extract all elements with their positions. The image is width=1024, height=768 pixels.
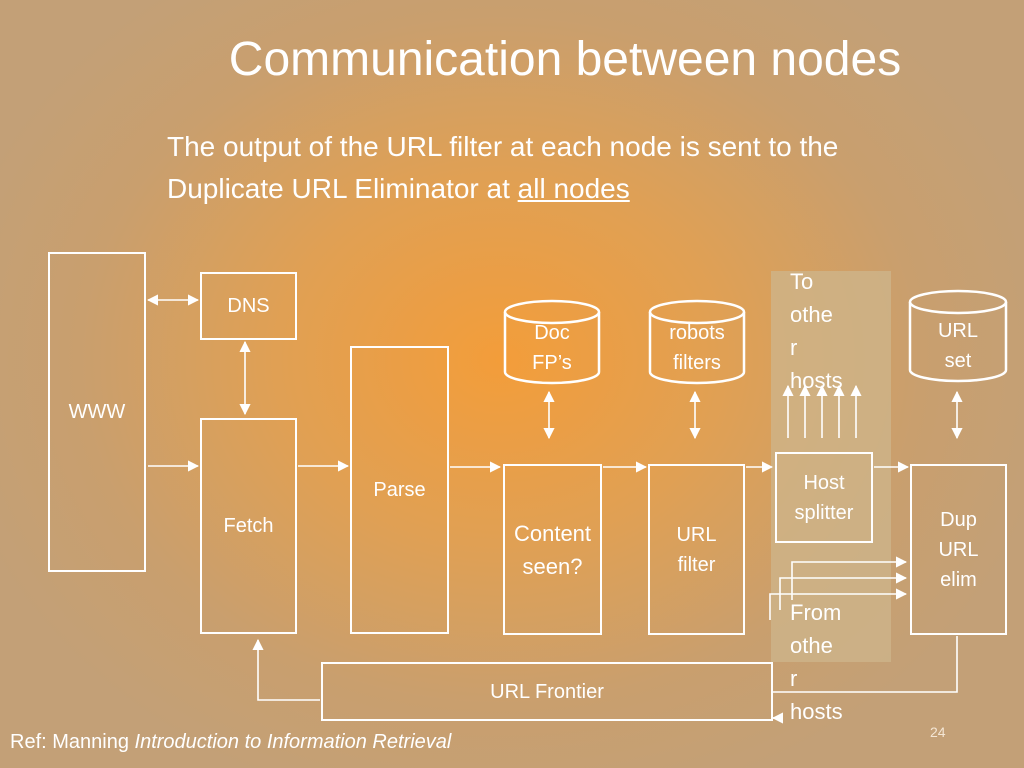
subtitle-line-2-prefix: Duplicate URL Eliminator at bbox=[167, 173, 518, 204]
content-seen-line-1: Content bbox=[513, 520, 592, 546]
host-splitter-line-1: Host bbox=[803, 471, 845, 494]
page-number: 24 bbox=[930, 724, 946, 740]
reference-citation: Ref: Manning Introduction to Information… bbox=[10, 728, 451, 756]
parse-box: Parse bbox=[350, 346, 449, 634]
to-other-hosts-line-3: r bbox=[790, 335, 798, 360]
ref-prefix: Ref: Manning bbox=[10, 731, 135, 753]
url-frontier-box: URL Frontier bbox=[321, 662, 773, 721]
dup-url-elim-line-2: URL bbox=[938, 538, 979, 561]
url-set-label: URL set bbox=[910, 316, 1006, 376]
url-filter-line-2: filter bbox=[677, 553, 716, 576]
to-other-hosts-line-4: hosts bbox=[790, 368, 843, 393]
www-label: WWW bbox=[68, 401, 126, 423]
from-host-arrow-3 bbox=[769, 588, 908, 620]
url-set-store bbox=[908, 289, 1008, 383]
dns-label: DNS bbox=[227, 295, 270, 317]
frontier-fetch-arrow bbox=[252, 638, 320, 701]
to-other-hosts-line-2: othe bbox=[790, 302, 833, 327]
doc-fps-line-2: FP’s bbox=[532, 352, 572, 374]
slide-title: Communication between nodes bbox=[228, 33, 902, 86]
robots-filters-line-1: robots bbox=[669, 322, 725, 344]
content-seen-box: Content seen? bbox=[503, 464, 602, 635]
ref-title: Introduction to Information Retrieval bbox=[134, 731, 452, 753]
doc-fps-line-1: Doc bbox=[534, 322, 570, 344]
dup-url-elim-line-1: Dup bbox=[940, 508, 977, 531]
dup-url-elim-box: Dup URL elim bbox=[910, 464, 1007, 635]
url-filter-box: URL filter bbox=[648, 464, 745, 635]
subtitle-line-2: Duplicate URL Eliminator at all nodes bbox=[167, 168, 987, 210]
url-set-line-1: URL bbox=[937, 320, 978, 342]
fetch-label: Fetch bbox=[223, 515, 274, 537]
from-host-arrow-1 bbox=[791, 556, 908, 600]
doc-fps-store bbox=[503, 299, 601, 385]
fetch-box: Fetch bbox=[200, 418, 297, 634]
from-other-hosts-line-1: From bbox=[790, 600, 842, 625]
from-other-hosts-line-3: r bbox=[790, 666, 798, 691]
www-box: WWW bbox=[48, 252, 146, 572]
content-seen-line-2: seen? bbox=[522, 553, 583, 579]
dns-box: DNS bbox=[200, 272, 297, 340]
robots-filters-line-2: filters bbox=[673, 352, 721, 374]
dup-url-elim-line-3: elim bbox=[940, 568, 977, 591]
robots-filters-label: robots filters bbox=[650, 318, 744, 378]
url-frontier-label: URL Frontier bbox=[490, 680, 604, 703]
host-splitter-line-2: splitter bbox=[794, 501, 854, 524]
from-other-hosts-line-4: hosts bbox=[790, 699, 843, 724]
from-other-hosts-line-2: othe bbox=[790, 633, 833, 658]
doc-fps-label: Doc FP’s bbox=[505, 318, 599, 378]
slide-subtitle: The output of the URL filter at each nod… bbox=[167, 126, 987, 210]
url-filter-line-1: URL bbox=[676, 523, 717, 546]
url-set-line-2: set bbox=[944, 350, 972, 372]
to-other-hosts-label: To othe r hosts bbox=[790, 265, 860, 397]
host-splitter-box: Host splitter bbox=[775, 452, 873, 543]
to-other-hosts-line-1: To bbox=[790, 269, 814, 294]
subtitle-line-1: The output of the URL filter at each nod… bbox=[167, 131, 839, 162]
all-nodes-link: all nodes bbox=[517, 173, 630, 204]
from-other-hosts-label: From othe r hosts bbox=[790, 596, 860, 728]
parse-label: Parse bbox=[373, 479, 426, 501]
from-host-arrow-2 bbox=[779, 572, 908, 610]
robots-filters-store bbox=[648, 299, 746, 385]
